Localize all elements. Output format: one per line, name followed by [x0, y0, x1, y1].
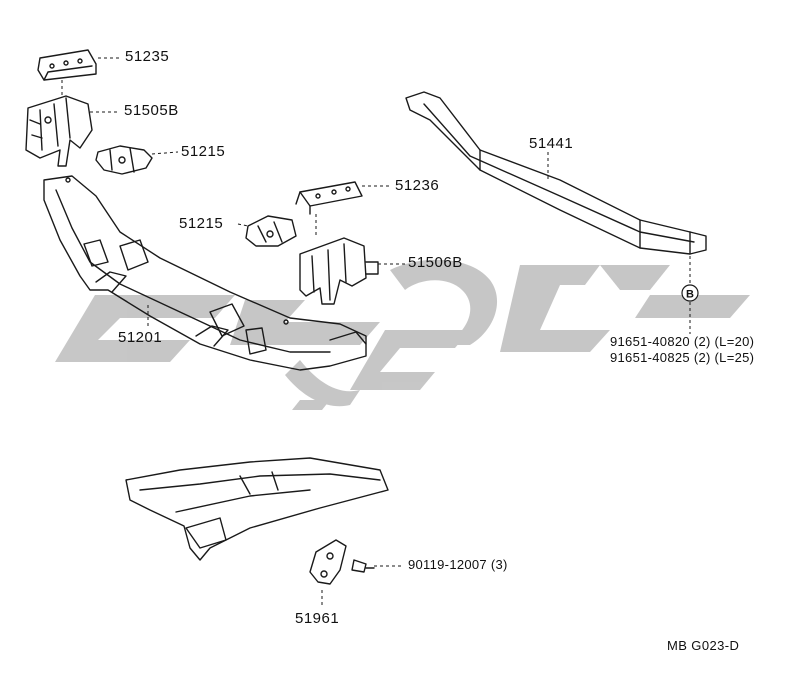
part-51441-bar: [405, 91, 707, 255]
label-51505B: 51505B: [124, 102, 179, 119]
part-51215-insulator-top: [95, 145, 153, 175]
label-51215-top: 51215: [181, 143, 226, 160]
part-51236-bracket: [295, 181, 363, 215]
part-51961-plate: [309, 539, 347, 585]
screw-90119: [351, 559, 375, 573]
callout-b-circle: [681, 284, 699, 302]
leader-mount-drop: [61, 80, 317, 238]
part-51201-crossmember: [43, 175, 367, 371]
watermark-logo: [55, 259, 750, 410]
label-51236: 51236: [395, 177, 440, 194]
label-51441: 51441: [529, 135, 574, 152]
diagram-code: MB G023-D: [667, 638, 740, 653]
callout-b-letter: B: [686, 289, 694, 301]
label-51235: 51235: [125, 48, 170, 65]
leader-51215-top: [151, 151, 179, 155]
part-51506B-mount: [299, 237, 379, 305]
label-bolt-l20: 91651-40820 (2) (L=20): [610, 334, 755, 349]
part-51505B-mount: [25, 95, 93, 167]
part-51235-bracket: [37, 49, 97, 81]
label-51506B: 51506B: [408, 254, 463, 271]
label-51201: 51201: [118, 329, 163, 346]
leader-51215-mid: [237, 223, 249, 227]
label-screw: 90119-12007 (3): [408, 557, 508, 572]
label-bolt-l25: 91651-40825 (2) (L=25): [610, 350, 755, 365]
part-51215-insulator-mid: [245, 215, 297, 247]
label-51215-mid: 51215: [179, 215, 224, 232]
frame-reference: [125, 457, 389, 561]
label-51961: 51961: [295, 610, 340, 627]
